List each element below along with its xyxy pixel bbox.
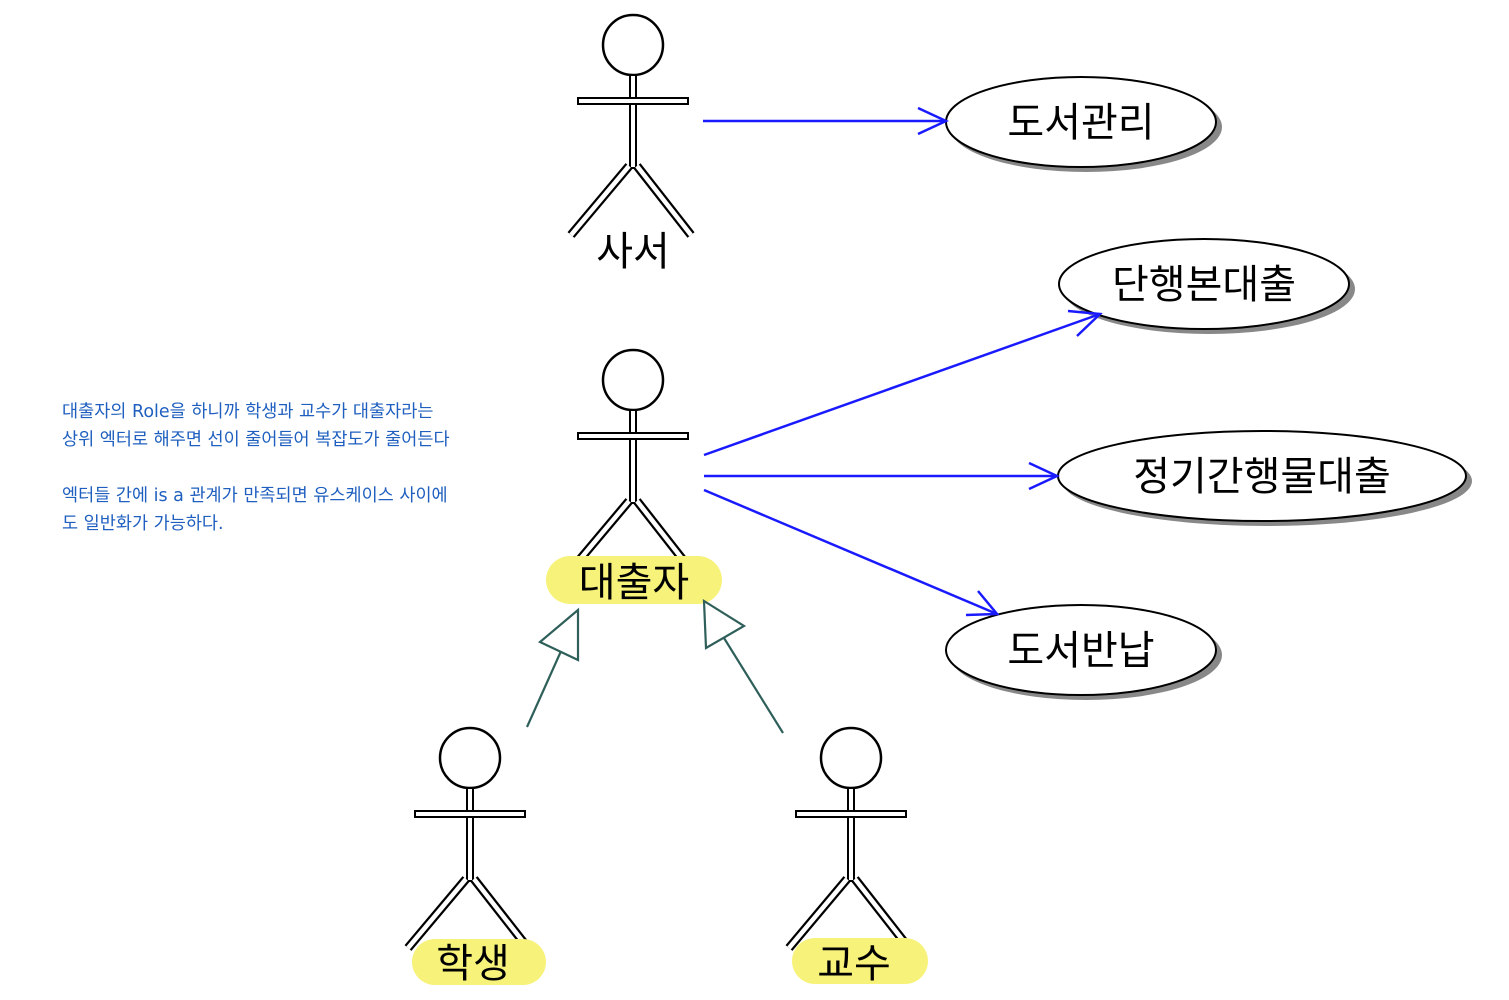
use-case-monograph-loan[interactable]	[1058, 238, 1350, 330]
annotation-note: 대출자의 Role을 하니까 학생과 교수가 대출자라는 상위 엑터로 해주면 …	[62, 398, 582, 538]
association-borrower-monograph-loan	[703, 309, 1103, 457]
borrower-actor[interactable]	[571, 350, 691, 570]
note-line-3: 엑터들 간에 is a 관계가 만족되면 유스케이스 사이에	[62, 486, 448, 506]
borrower-label: 대출자	[579, 560, 689, 606]
note-line-1: 대출자의 Role을 하니까 학생과 교수가 대출자라는	[62, 402, 434, 422]
association-borrower-periodical-loan	[704, 461, 1060, 491]
professor-label: 교수	[817, 941, 891, 987]
use-case-monograph-loan-label: 단행본대출	[1112, 262, 1296, 308]
note-line-2: 상위 엑터로 해주면 선이 줄어들어 복잡도가 줄어든다	[62, 430, 450, 450]
borrower-highlight	[546, 556, 722, 604]
professor-actor[interactable]	[789, 728, 909, 948]
student-highlight	[412, 939, 546, 985]
librarian-actor[interactable]	[571, 15, 691, 235]
student-actor[interactable]	[408, 728, 528, 948]
student-label: 학생	[436, 941, 510, 987]
use-case-periodical-loan-label: 정기간행물대출	[1133, 454, 1391, 500]
association-librarian-book-management	[703, 106, 949, 136]
professor-highlight	[792, 938, 928, 984]
librarian-label: 사서	[596, 229, 670, 275]
use-case-book-management-label: 도서관리	[1007, 100, 1154, 146]
generalization-student-borrower	[525, 607, 580, 728]
association-borrower-book-return	[703, 488, 1000, 617]
generalization-professor-borrower	[702, 598, 784, 734]
use-case-book-return[interactable]	[945, 604, 1217, 696]
note-line-4: 도 일반화가 가능하다.	[62, 514, 224, 534]
use-case-book-return-label: 도서반납	[1007, 628, 1154, 674]
